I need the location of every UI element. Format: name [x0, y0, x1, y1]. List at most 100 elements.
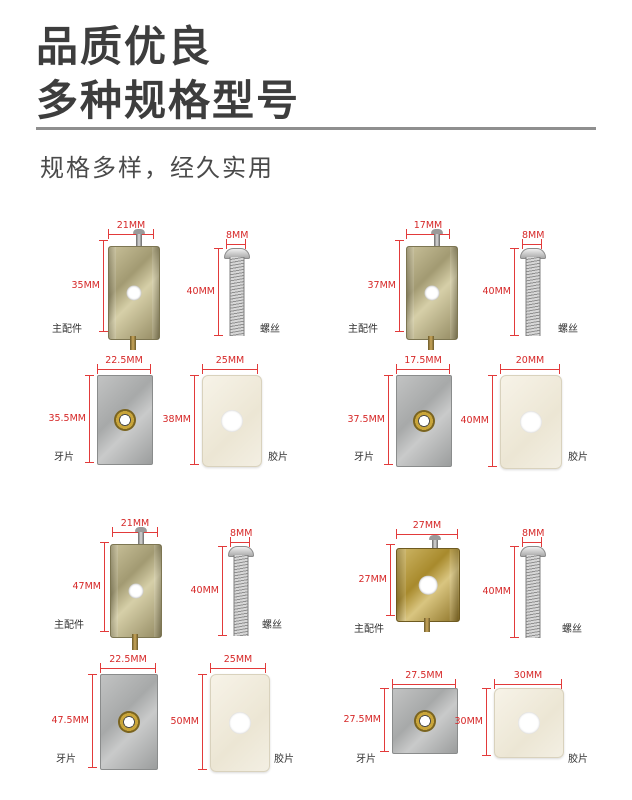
nut-plate-width-dimension: 22.5MM: [97, 355, 151, 374]
main-bracket: [406, 229, 458, 352]
screw-caption: 螺丝: [558, 324, 578, 335]
screw-height-label: 40MM: [190, 585, 219, 596]
screw-width-label: 8MM: [522, 230, 545, 241]
rubber-pad-width-dimension: 25MM: [210, 654, 266, 673]
nut-plate-height-dimension: 37.5MM: [347, 375, 393, 465]
header: 品质优良 多种规格型号 规格多样，经久实用: [0, 0, 632, 190]
bracket-width-label: 27MM: [412, 520, 442, 531]
screw-caption: 螺丝: [562, 624, 582, 635]
page-subtitle: 规格多样，经久实用: [40, 154, 274, 182]
bracket-width-label: 21MM: [116, 220, 146, 231]
bracket-caption: 主配件: [54, 620, 84, 631]
rubber-pad-height-dimension: 50MM: [171, 674, 207, 770]
nut-plate-height-dimension: 27.5MM: [343, 688, 389, 752]
rubber-pad-width-label: 20MM: [515, 355, 545, 366]
rubber-pad-width-dimension: 20MM: [500, 355, 560, 374]
rubber-pad-height-label: 38MM: [162, 414, 191, 425]
nut-plate-caption: 牙片: [56, 754, 76, 765]
nut-plate: [100, 674, 158, 770]
rubber-pad: [494, 688, 564, 758]
rubber-pad-width-dimension: 30MM: [494, 670, 562, 689]
main-bracket: [110, 527, 162, 652]
screw-width-dimension: 8MM: [522, 528, 545, 547]
rubber-pad-caption: 胶片: [568, 754, 588, 765]
nut-plate-caption: 牙片: [54, 452, 74, 463]
bracket-width-dimension: 17MM: [406, 220, 450, 239]
bracket-height-dimension: 37MM: [368, 240, 404, 332]
nut-plate-caption: 牙片: [356, 754, 376, 765]
screw-width-dimension: 8MM: [226, 230, 249, 249]
screw-caption: 螺丝: [260, 324, 280, 335]
bracket-width-label: 17MM: [413, 220, 443, 231]
screw-height-label: 40MM: [482, 586, 511, 597]
bracket-height-label: 47MM: [72, 581, 101, 592]
screw-height-label: 40MM: [186, 286, 215, 297]
rubber-pad-width-dimension: 25MM: [202, 355, 258, 374]
rubber-pad: [202, 375, 262, 467]
screw-width-label: 8MM: [226, 230, 249, 241]
screw-width-label: 8MM: [522, 528, 545, 539]
bracket-width-dimension: 21MM: [108, 220, 154, 239]
bracket-height-label: 37MM: [367, 280, 396, 291]
screw: [228, 546, 254, 636]
nut-plate-height-label: 27.5MM: [343, 714, 381, 725]
nut-plate-width-label: 17.5MM: [404, 355, 442, 366]
bracket-width-dimension: 27MM: [396, 520, 458, 539]
screw-height-dimension: 40MM: [483, 248, 519, 336]
screw-width-dimension: 8MM: [522, 230, 545, 249]
main-bracket: [108, 229, 160, 352]
main-bracket: [396, 535, 462, 634]
screw-caption: 螺丝: [262, 620, 282, 631]
bracket-height-dimension: 27MM: [359, 544, 395, 616]
nut-plate: [392, 688, 458, 754]
spec-group-2: 17MM 37MM 主配件 8MM 40MM 螺丝 17.5MM 37.5MM …: [300, 210, 616, 480]
screw-width-dimension: 8MM: [230, 528, 253, 547]
nut-plate-width-label: 27.5MM: [405, 670, 443, 681]
bracket-width-dimension: 21MM: [112, 518, 158, 537]
rubber-pad-height-label: 40MM: [460, 415, 489, 426]
nut-plate-width-label: 22.5MM: [105, 355, 143, 366]
page-title-line-2: 多种规格型号: [36, 76, 301, 125]
rubber-pad: [500, 375, 562, 469]
screw-height-label: 40MM: [482, 286, 511, 297]
rubber-pad-width-label: 25MM: [215, 355, 245, 366]
nut-plate-height-label: 35.5MM: [48, 413, 86, 424]
rubber-pad-caption: 胶片: [268, 452, 288, 463]
rubber-pad-height-dimension: 38MM: [163, 375, 199, 465]
rubber-pad-height-dimension: 40MM: [461, 375, 497, 467]
nut-plate-height-dimension: 47.5MM: [51, 674, 97, 768]
rubber-pad-caption: 胶片: [568, 452, 588, 463]
nut-plate-width-label: 22.5MM: [109, 654, 147, 665]
bracket-caption: 主配件: [52, 324, 82, 335]
title-divider: [36, 127, 596, 130]
rubber-pad-height-dimension: 30MM: [455, 688, 491, 756]
nut-plate-caption: 牙片: [354, 452, 374, 463]
rubber-pad-height-label: 50MM: [170, 716, 199, 727]
spec-group-4: 27MM 27MM 主配件 8MM 40MM 螺丝 27.5MM 27.5MM …: [300, 512, 616, 782]
nut-plate: [97, 375, 153, 465]
screw: [224, 248, 250, 336]
spec-group-1: 21MM 35MM 主配件 8MM 40MM 螺丝 22.5MM 35.5MM …: [0, 210, 316, 480]
screw: [520, 546, 546, 638]
bracket-height-label: 35MM: [71, 280, 100, 291]
spec-group-3: 21MM 47MM 主配件 8MM 40MM 螺丝 22.5MM 47.5MM …: [0, 512, 316, 782]
nut-plate-height-label: 37.5MM: [347, 414, 385, 425]
nut-plate-height-label: 47.5MM: [51, 715, 89, 726]
rubber-pad-height-label: 30MM: [454, 716, 483, 727]
nut-plate-width-dimension: 17.5MM: [396, 355, 450, 374]
screw-height-dimension: 40MM: [187, 248, 223, 336]
bracket-caption: 主配件: [348, 324, 378, 335]
screw-width-label: 8MM: [230, 528, 253, 539]
nut-plate-width-dimension: 27.5MM: [392, 670, 456, 689]
bracket-caption: 主配件: [354, 624, 384, 635]
page-title-line-1: 品质优良: [36, 22, 213, 71]
bracket-width-label: 21MM: [120, 518, 150, 529]
screw: [520, 248, 546, 336]
rubber-pad: [210, 674, 270, 772]
screw-height-dimension: 40MM: [483, 546, 519, 638]
rubber-pad-width-label: 30MM: [513, 670, 543, 681]
bracket-height-dimension: 47MM: [73, 542, 109, 632]
nut-plate-width-dimension: 22.5MM: [100, 654, 156, 673]
screw-height-dimension: 40MM: [191, 546, 227, 636]
rubber-pad-width-label: 25MM: [223, 654, 253, 665]
